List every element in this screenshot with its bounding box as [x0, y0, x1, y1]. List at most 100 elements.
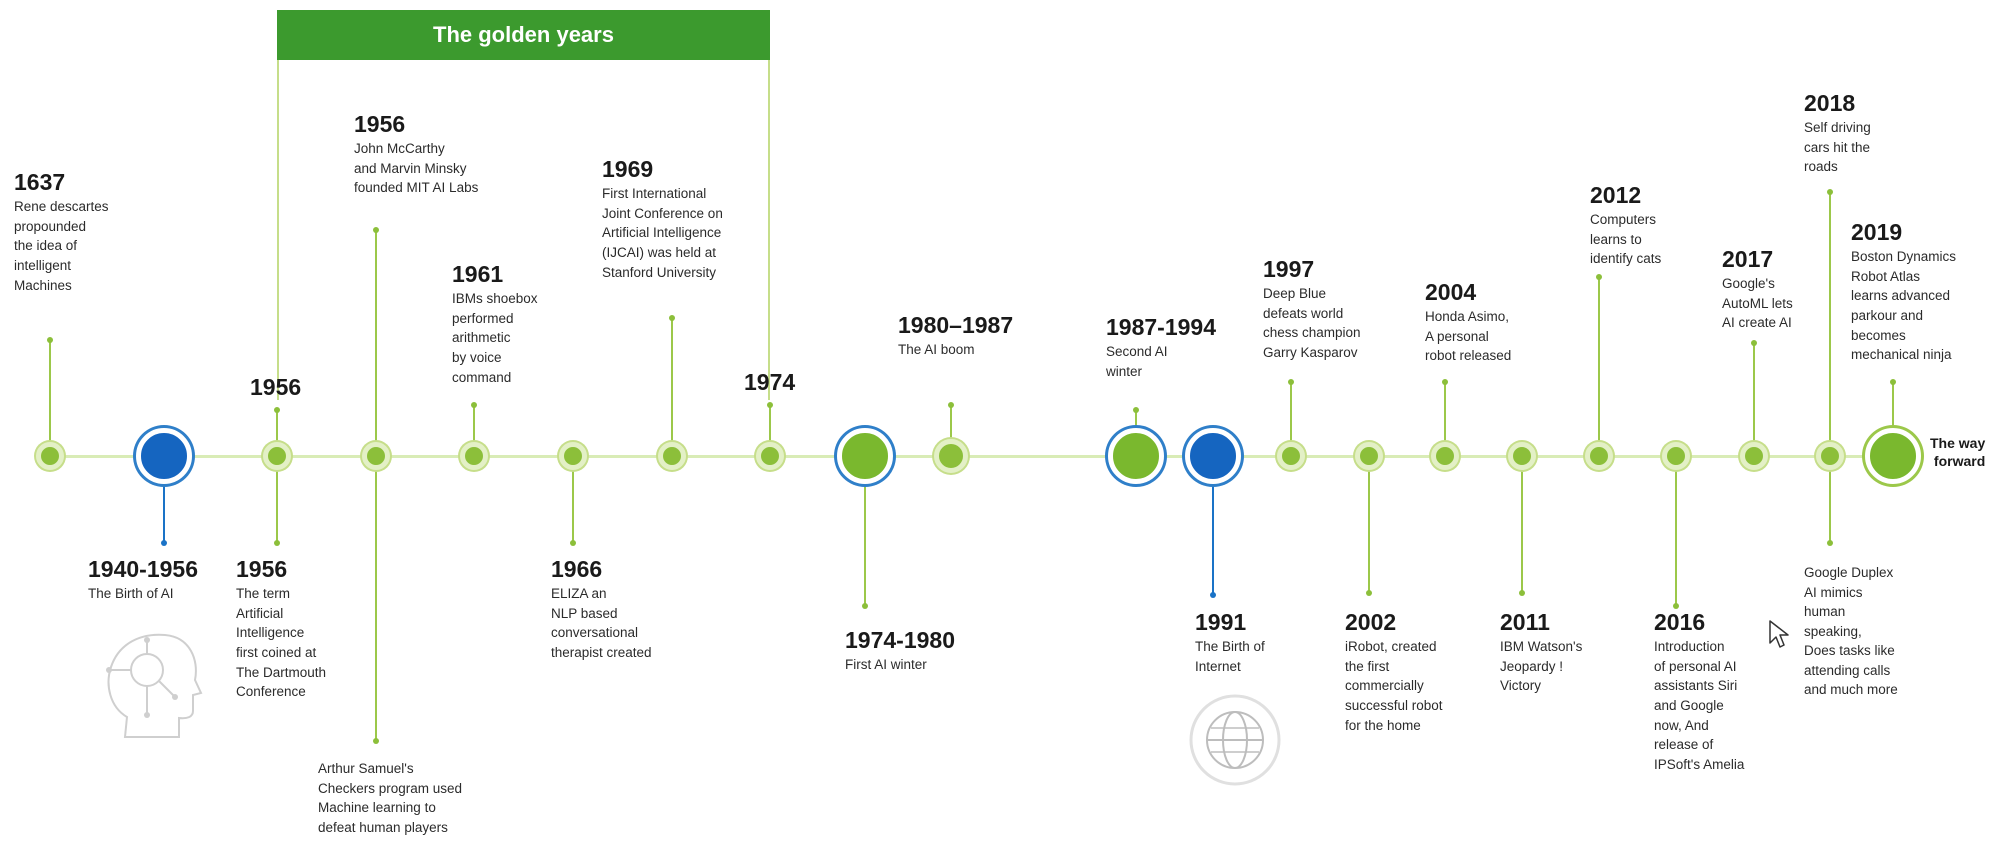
desc-line: Checkers program used — [318, 780, 463, 796]
node-1987-1994 — [1108, 428, 1164, 484]
node-2011 — [1508, 442, 1536, 470]
event-1991: 1991 The Birth of Internet — [1195, 609, 1265, 676]
event-desc: Deep Blue defeats world chess champion G… — [1263, 284, 1361, 362]
desc-line: therapist created — [551, 644, 652, 660]
node-1974 — [756, 442, 784, 470]
node-1966 — [559, 442, 587, 470]
event-desc: First International Joint Conference on … — [602, 184, 723, 282]
event-desc: IBM Watson's Jeopardy ! Victory — [1500, 637, 1582, 696]
event-1974-1980: 1974-1980 First AI winter — [845, 627, 955, 675]
stem-1997 — [1290, 382, 1292, 455]
desc-line: IPSoft's Amelia — [1654, 756, 1745, 772]
node-1940-1956 — [136, 428, 192, 484]
golden-years-bracket-right — [768, 60, 770, 400]
node-1637 — [36, 442, 64, 470]
desc-line: Jeopardy ! — [1500, 658, 1564, 674]
desc-line: mechanical ninja — [1851, 347, 1952, 363]
desc-line: Introduction — [1654, 639, 1725, 655]
desc-line: The Birth of AI — [88, 586, 174, 602]
stem-1991 — [1212, 457, 1214, 594]
desc-line: attending calls — [1804, 662, 1891, 678]
desc-line: now, And — [1654, 717, 1709, 733]
desc-line: cars hit the — [1804, 139, 1871, 155]
desc-line: robot released — [1425, 348, 1512, 364]
desc-line: Computers — [1590, 212, 1657, 228]
desc-line: AI mimics — [1804, 584, 1863, 600]
desc-line: Does tasks like — [1804, 643, 1895, 659]
globe-icon — [1185, 690, 1285, 795]
event-desc: Rene descartes propounded the idea of in… — [14, 197, 109, 295]
node-1969 — [658, 442, 686, 470]
event-year: 2019 — [1851, 219, 1903, 245]
desc-line: Machines — [14, 277, 72, 293]
event-1956-dartmouth: 1956 The term Artificial Intelligence fi… — [236, 556, 327, 702]
desc-line: assistants Siri — [1654, 678, 1738, 694]
event-year: 1940-1956 — [88, 556, 198, 582]
event-desc: Self driving cars hit the roads — [1804, 118, 1871, 177]
desc-line: the first — [1345, 658, 1390, 674]
stem-1974 — [769, 405, 771, 455]
golden-years-banner: The golden years — [277, 10, 770, 60]
stem-tip — [570, 540, 576, 546]
event-desc: The AI boom — [898, 340, 1013, 360]
event-year: 2016 — [1654, 609, 1706, 635]
desc-line: Honda Asimo, — [1425, 309, 1510, 325]
stem-1969 — [671, 318, 673, 455]
stem-tip — [471, 402, 477, 408]
event-desc: Introduction of personal AI assistants S… — [1654, 637, 1744, 774]
node-2002 — [1355, 442, 1383, 470]
desc-line: and Marvin Minsky — [354, 160, 467, 176]
event-desc: Arthur Samuel's Checkers program used Ma… — [318, 759, 462, 837]
event-google-duplex: Google Duplex AI mimics human speaking, … — [1804, 561, 1898, 700]
desc-line: The Dartmouth — [236, 664, 327, 680]
desc-line: AutoML lets — [1722, 295, 1793, 311]
node-2018 — [1816, 442, 1844, 470]
event-2004: 2004 Honda Asimo, A personal robot relea… — [1425, 279, 1511, 366]
event-year: 1991 — [1195, 609, 1247, 635]
stem-tip — [1519, 590, 1525, 596]
node-2012 — [1585, 442, 1613, 470]
event-year: 1974 — [744, 369, 796, 395]
desc-line: learns to — [1590, 231, 1642, 247]
event-year: 1980–1987 — [898, 312, 1014, 338]
event-desc: The Birth of AI — [88, 584, 198, 604]
desc-line: Garry Kasparov — [1263, 344, 1358, 360]
desc-line: Machine learning to — [318, 800, 436, 816]
event-desc: ELIZA an NLP based conversational therap… — [551, 584, 652, 662]
desc-line: Robot Atlas — [1851, 268, 1921, 284]
stem-1637 — [49, 340, 51, 455]
event-year: 1956 — [354, 111, 406, 137]
stem-tip — [1442, 379, 1448, 385]
desc-line: IBMs shoebox — [452, 291, 538, 307]
desc-line: Deep Blue — [1263, 286, 1327, 302]
desc-line: Stanford University — [602, 264, 717, 280]
stem-1966 — [572, 457, 574, 542]
event-desc: iRobot, created the first commercially s… — [1345, 637, 1443, 735]
event-year: 1956 — [236, 556, 288, 582]
event-year: 2004 — [1425, 279, 1477, 305]
event-1987-1994: 1987-1994 Second AI winter — [1106, 314, 1216, 381]
event-1637: 1637 Rene descartes propounded the idea … — [14, 169, 109, 295]
stem-2018 — [1829, 192, 1831, 455]
golden-years-bracket-left — [277, 60, 279, 400]
stem-1940 — [163, 457, 165, 542]
event-2012: 2012 Computers learns to identify cats — [1590, 182, 1661, 269]
desc-line: Boston Dynamics — [1851, 249, 1957, 265]
desc-line: release of — [1654, 737, 1714, 753]
desc-line: performed — [452, 310, 514, 326]
node-2016 — [1662, 442, 1690, 470]
desc-line: (IJCAI) was held at — [602, 244, 717, 260]
event-desc: Google's AutoML lets AI create AI — [1722, 274, 1793, 333]
event-2011: 2011 IBM Watson's Jeopardy ! Victory — [1500, 609, 1582, 696]
desc-line: and much more — [1804, 682, 1898, 698]
stem-tip — [1288, 379, 1294, 385]
stem-tip — [1890, 379, 1896, 385]
event-samuel-checkers: Arthur Samuel's Checkers program used Ma… — [318, 757, 462, 837]
stem-tip — [1366, 590, 1372, 596]
desc-line: intelligent — [14, 257, 72, 273]
event-year: 1987-1994 — [1106, 314, 1216, 340]
event-desc: Honda Asimo, A personal robot released — [1425, 307, 1511, 366]
event-1961: 1961 IBMs shoebox performed arithmetic b… — [452, 261, 538, 387]
desc-line: IBM Watson's — [1500, 639, 1583, 655]
